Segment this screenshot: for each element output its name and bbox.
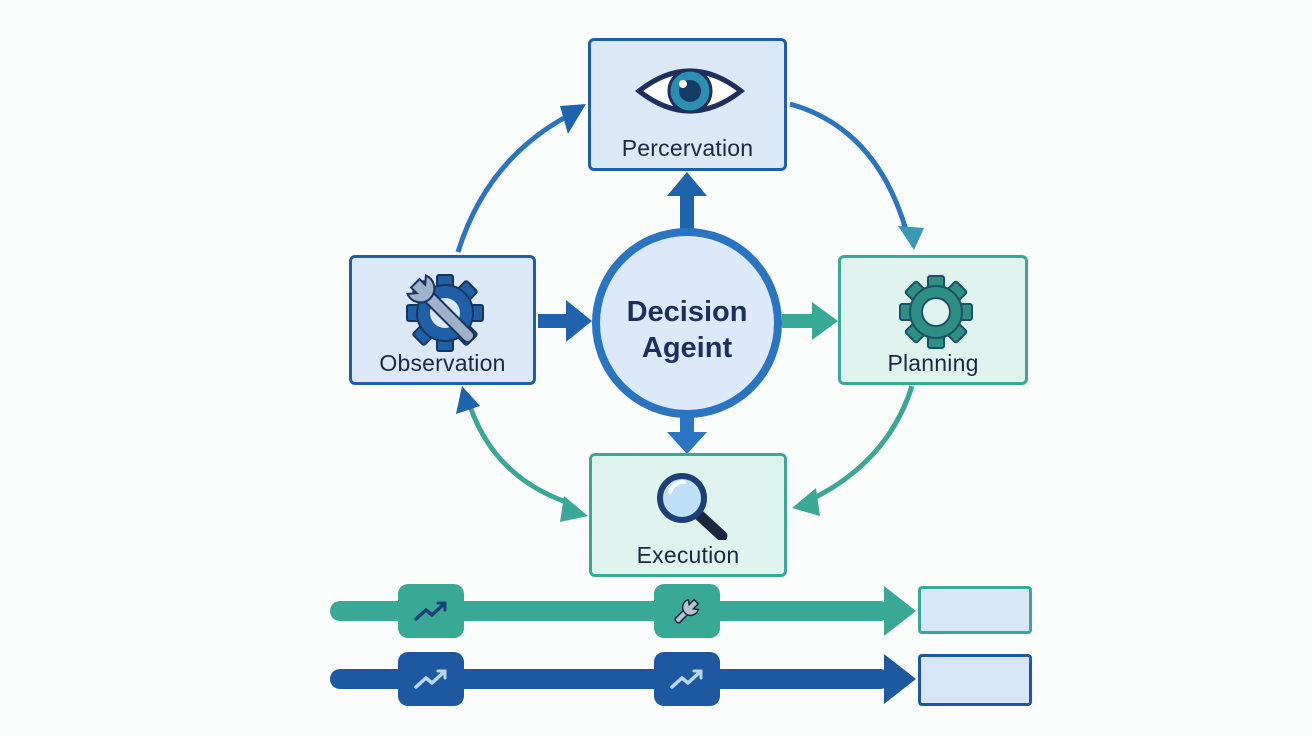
magnifier-icon [657,473,728,540]
pipeline-blue-arrowhead [884,654,916,704]
arc-left-arrowhead-up [456,386,480,414]
node-perception-label: Percervation [621,135,754,161]
wrench-icon [674,598,700,624]
hub-connector-left [538,314,570,328]
pipeline-teal-output[interactable] [918,586,1032,634]
arc-left-to-top [455,115,566,253]
gear-icon [899,275,973,349]
trend-icon [414,669,447,689]
hub-connector-bottom-arrowhead [667,432,707,454]
pipeline-teal-step-2[interactable] [654,584,720,638]
node-execution-label: Execution [636,542,740,568]
pipeline-teal-step-1[interactable] [398,584,464,638]
arc-right-to-bottom-arrowhead [792,488,820,516]
trend-icon [414,601,447,621]
node-observation[interactable]: Observation [349,255,536,385]
arc-bottom-arrowhead [560,496,588,522]
hub-connector-right-arrowhead [812,302,838,340]
pipeline-blue-track [330,669,890,689]
pipeline-blue-output[interactable] [918,654,1032,706]
decision-agent-hub[interactable]: Decision Ageint [592,228,782,418]
node-planning[interactable]: Planning [838,255,1028,385]
arc-left-to-top-arrowhead [560,104,586,134]
eye-icon [635,68,745,114]
node-planning-label: Planning [887,350,979,376]
hub-connector-top [680,194,694,230]
pipeline-blue-step-2[interactable] [654,652,720,706]
arc-bottom-to-left [467,405,567,505]
hub-connector-left-arrowhead [566,300,592,342]
pipeline-blue-step-1[interactable] [398,652,464,706]
pipeline-teal-arrowhead [884,586,916,636]
node-execution[interactable]: Execution [589,453,787,577]
gear-wrench-icon [406,274,484,352]
arc-top-to-right [789,101,909,231]
hub-connector-top-arrowhead [667,172,707,196]
pipeline-teal-track [330,601,890,621]
node-perception[interactable]: Percervation [588,38,787,171]
arc-top-to-right-arrowhead [898,226,924,250]
arc-right-to-bottom [808,385,915,503]
hub-label-line1: Decision [626,296,748,328]
hub-label-line2: Ageint [641,332,733,364]
hub-connector-right [782,314,814,328]
trend-icon [670,669,703,689]
node-observation-label: Observation [379,350,506,376]
